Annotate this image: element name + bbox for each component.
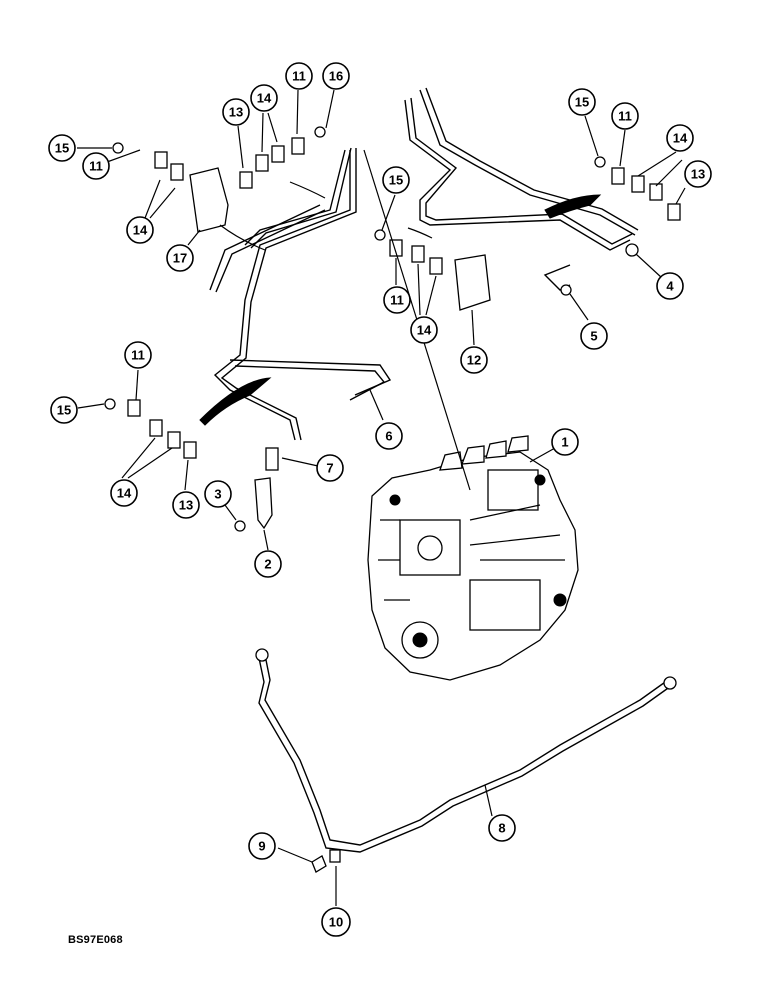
svg-text:1: 1 [561,435,568,450]
svg-text:7: 7 [326,461,333,476]
svg-text:11: 11 [618,109,632,124]
svg-text:9: 9 [258,839,265,854]
callout-6: 6 [375,422,403,450]
svg-text:4: 4 [666,279,674,294]
svg-text:14: 14 [257,91,272,106]
svg-text:5: 5 [590,329,597,344]
svg-text:14: 14 [133,223,148,238]
callout-15: 15 [382,166,410,194]
callout-8: 8 [488,814,516,842]
leak-off-line [255,648,677,853]
svg-text:15: 15 [575,95,589,110]
injector [234,447,279,532]
svg-text:11: 11 [89,159,103,174]
callouts: 1 2 3 4 5 6 7 8 9 10 11 11 11 11 11 12 1… [48,62,712,937]
callout-3: 3 [204,480,232,508]
callout-11: 11 [383,286,411,314]
callout-12: 12 [460,346,488,374]
brackets-and-clamps [127,137,681,459]
svg-text:15: 15 [389,173,403,188]
svg-text:17: 17 [173,251,187,266]
svg-text:11: 11 [131,348,145,363]
svg-text:16: 16 [329,69,343,84]
callout-14: 14 [410,316,438,344]
callout-14: 14 [250,84,278,112]
callout-2: 2 [254,550,282,578]
callout-11: 11 [82,152,110,180]
svg-text:6: 6 [385,429,392,444]
callout-10: 10 [321,907,351,937]
svg-text:10: 10 [329,915,343,930]
svg-text:14: 14 [117,486,132,501]
hardware [104,126,639,873]
callout-9: 9 [248,832,276,860]
callout-13: 13 [172,491,200,519]
callout-11: 11 [124,341,152,369]
callout-17: 17 [166,244,194,272]
injection-pump [367,435,579,681]
svg-text:3: 3 [214,487,221,502]
svg-text:15: 15 [57,403,71,418]
callout-5: 5 [580,322,608,350]
callout-11: 11 [285,62,313,90]
callout-11: 11 [611,102,639,130]
callout-15: 15 [568,88,596,116]
callout-14: 14 [126,216,154,244]
svg-text:8: 8 [498,821,505,836]
callout-14: 14 [110,479,138,507]
svg-text:13: 13 [691,167,705,182]
callout-13: 13 [684,160,712,188]
svg-text:14: 14 [673,131,688,146]
svg-text:15: 15 [55,141,69,156]
callout-16: 16 [322,62,350,90]
svg-text:11: 11 [390,293,404,308]
svg-text:13: 13 [229,105,243,120]
svg-text:14: 14 [417,323,432,338]
figure-code: BS97E068 [68,934,123,946]
svg-text:12: 12 [467,353,481,368]
callout-4: 4 [656,272,684,300]
svg-text:11: 11 [292,69,306,84]
injector-lines [209,87,639,441]
callout-7: 7 [316,454,344,482]
callout-13: 13 [222,98,250,126]
callout-14: 14 [666,124,694,152]
svg-text:2: 2 [264,557,271,572]
callout-1: 1 [551,428,579,456]
callout-15: 15 [48,134,76,162]
callout-15: 15 [50,396,78,424]
svg-text:13: 13 [179,498,193,513]
